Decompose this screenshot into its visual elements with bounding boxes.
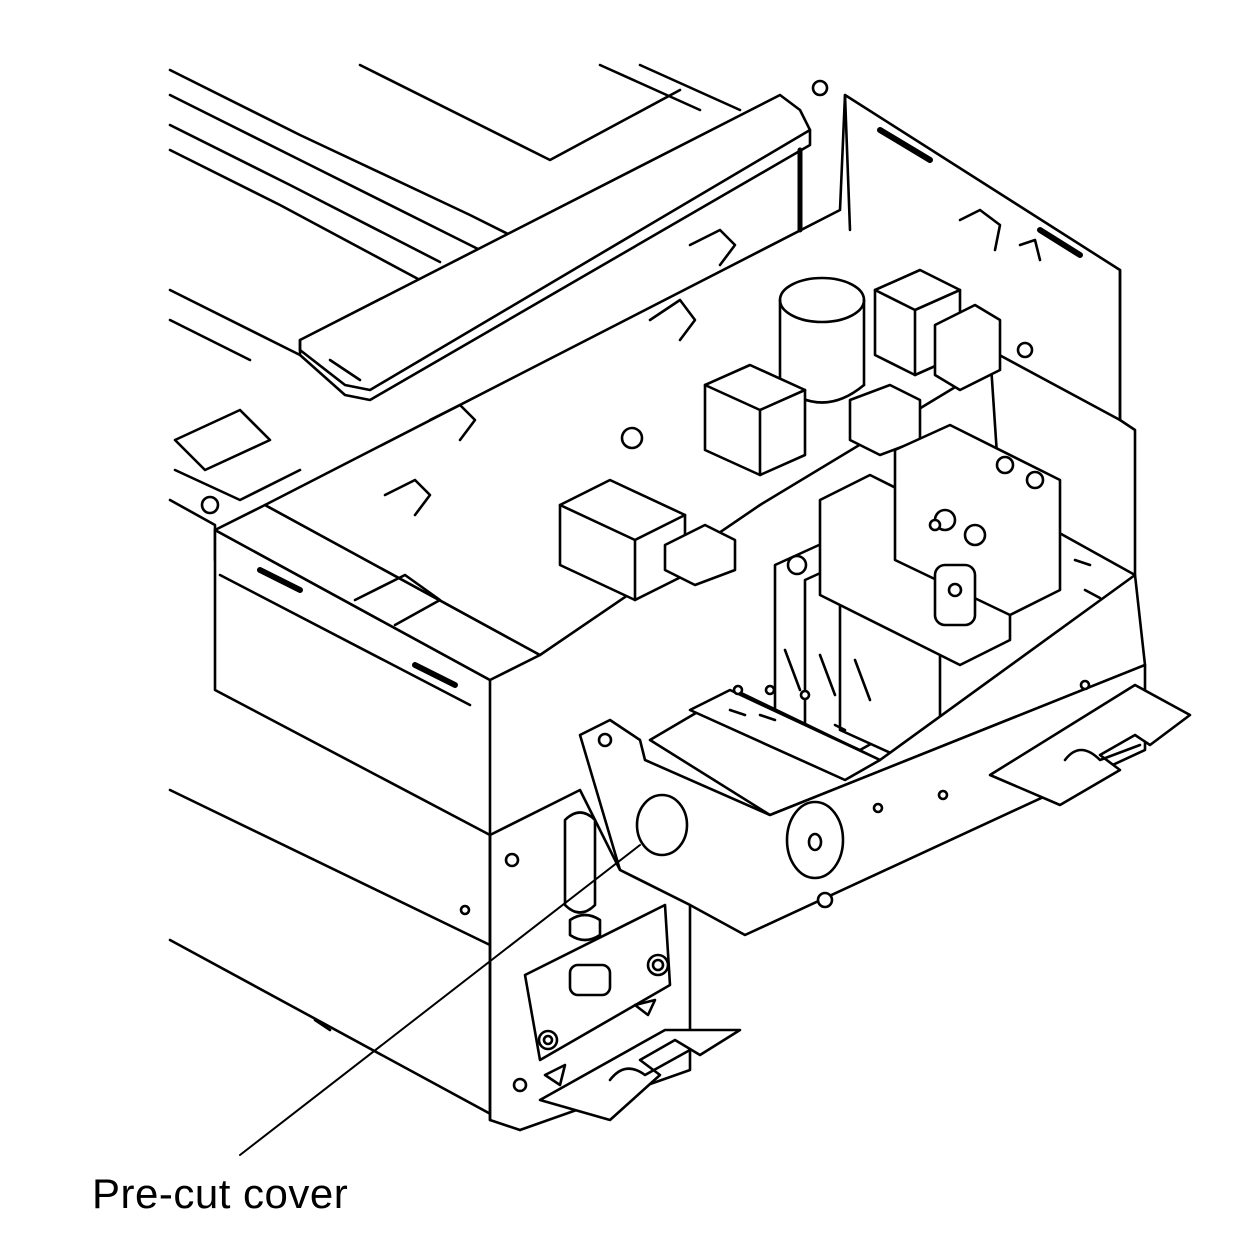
top-lid (168, 63, 812, 402)
internal-components (353, 208, 1042, 627)
box-left-wall (168, 503, 542, 1132)
callout-leader-line (239, 844, 641, 1156)
callout-label-pre-cut-cover: Pre-cut cover (92, 1170, 349, 1217)
pre-cut-cover-knockout (635, 793, 689, 857)
left-flange (168, 288, 302, 562)
mounting-brackets (523, 683, 1192, 1122)
